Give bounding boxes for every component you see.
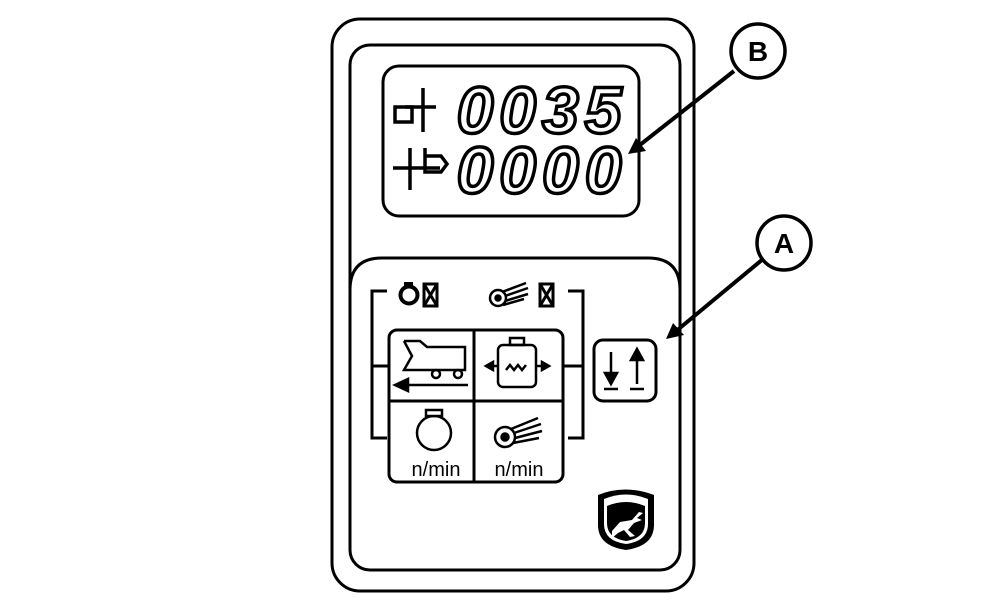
- up-down-arrows-icon: [602, 346, 646, 391]
- rotor-status-icon: [488, 281, 555, 308]
- baler-function-button[interactable]: [391, 332, 473, 400]
- filter-button[interactable]: [476, 332, 561, 400]
- deer-logo-icon: [598, 489, 654, 550]
- left-bracket: [370, 289, 388, 440]
- callout-b: B: [628, 22, 787, 154]
- counter-top-value: 0035: [457, 73, 628, 147]
- callout-a: A: [666, 214, 813, 339]
- right-bracket: [562, 289, 585, 440]
- rotor-speed-button[interactable]: n/min: [476, 403, 561, 481]
- bale-counter-icon: [393, 88, 436, 132]
- control-panel: [348, 256, 682, 291]
- filter-icon: [483, 336, 552, 389]
- rotor-speed-unit: n/min: [495, 459, 544, 481]
- lcd-display: [381, 64, 641, 218]
- engine-speed-unit: n/min: [412, 459, 461, 481]
- engine-speed-icon: [415, 408, 453, 452]
- baler-function-icon: [392, 339, 468, 393]
- rotor-speed-icon: [493, 416, 543, 449]
- engine-speed-button[interactable]: n/min: [391, 403, 473, 481]
- total-bale-counter-icon: [393, 148, 450, 190]
- callout-a-label: A: [774, 228, 794, 259]
- select-button[interactable]: [592, 338, 658, 403]
- callout-b-label: B: [748, 36, 768, 67]
- counter-bottom-value: 0000: [457, 133, 628, 207]
- engine-status-icon: [398, 282, 439, 308]
